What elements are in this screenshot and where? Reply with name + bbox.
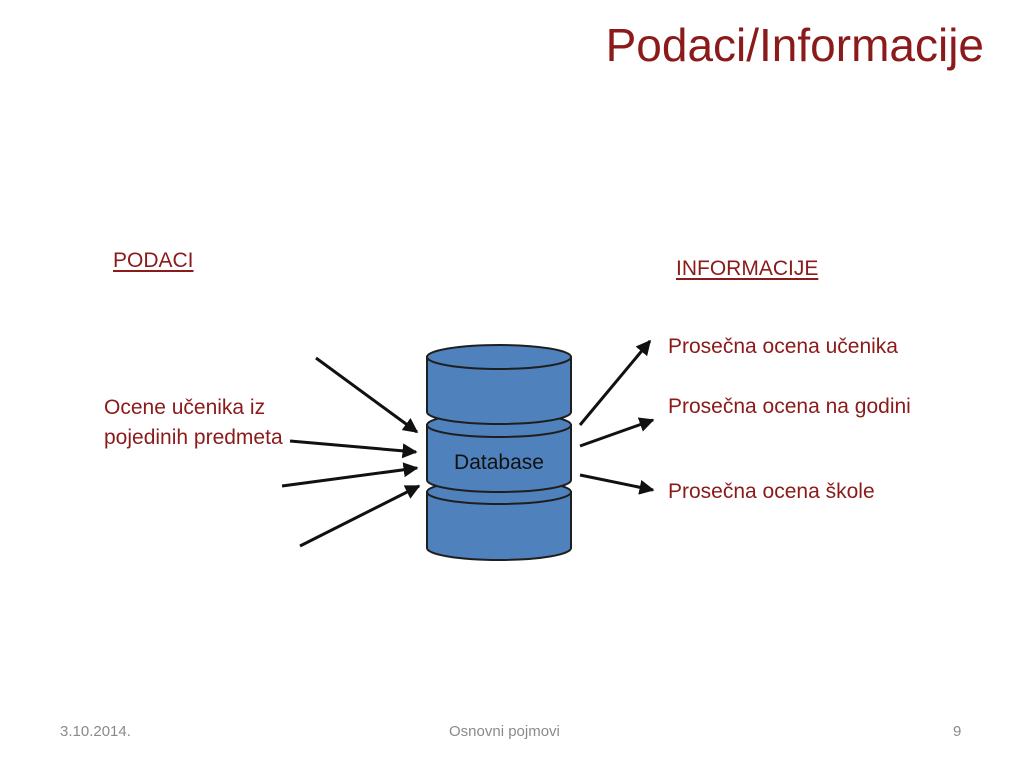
- footer-page-number: 9: [953, 723, 962, 740]
- heading-informacije: INFORMACIJE: [676, 257, 819, 280]
- output-arrow-1: [578, 339, 652, 426]
- output-label-student-average: Prosečna ocena učenika: [668, 335, 898, 358]
- footer-date: 3.10.2014.: [60, 723, 131, 740]
- input-data-label: Ocene učenika iz pojedinih predmeta: [104, 396, 283, 449]
- database-label: Database: [454, 451, 544, 474]
- output-label-school-average: Prosečna ocena škole: [668, 480, 875, 503]
- heading-podaci: PODACI: [113, 249, 194, 272]
- output-arrow-3: [579, 473, 655, 495]
- output-arrow-2: [579, 417, 655, 448]
- footer-title: Osnovni pojmovi: [449, 723, 560, 740]
- database-icon: [426, 344, 572, 561]
- slide-title: Podaci/Informacije: [605, 19, 984, 71]
- input-arrow-4: [299, 484, 421, 548]
- input-arrow-1: [315, 356, 419, 434]
- output-label-year-average: Prosečna ocena na godini: [668, 395, 911, 418]
- input-arrow-2: [289, 439, 418, 459]
- input-arrow-3: [281, 462, 419, 488]
